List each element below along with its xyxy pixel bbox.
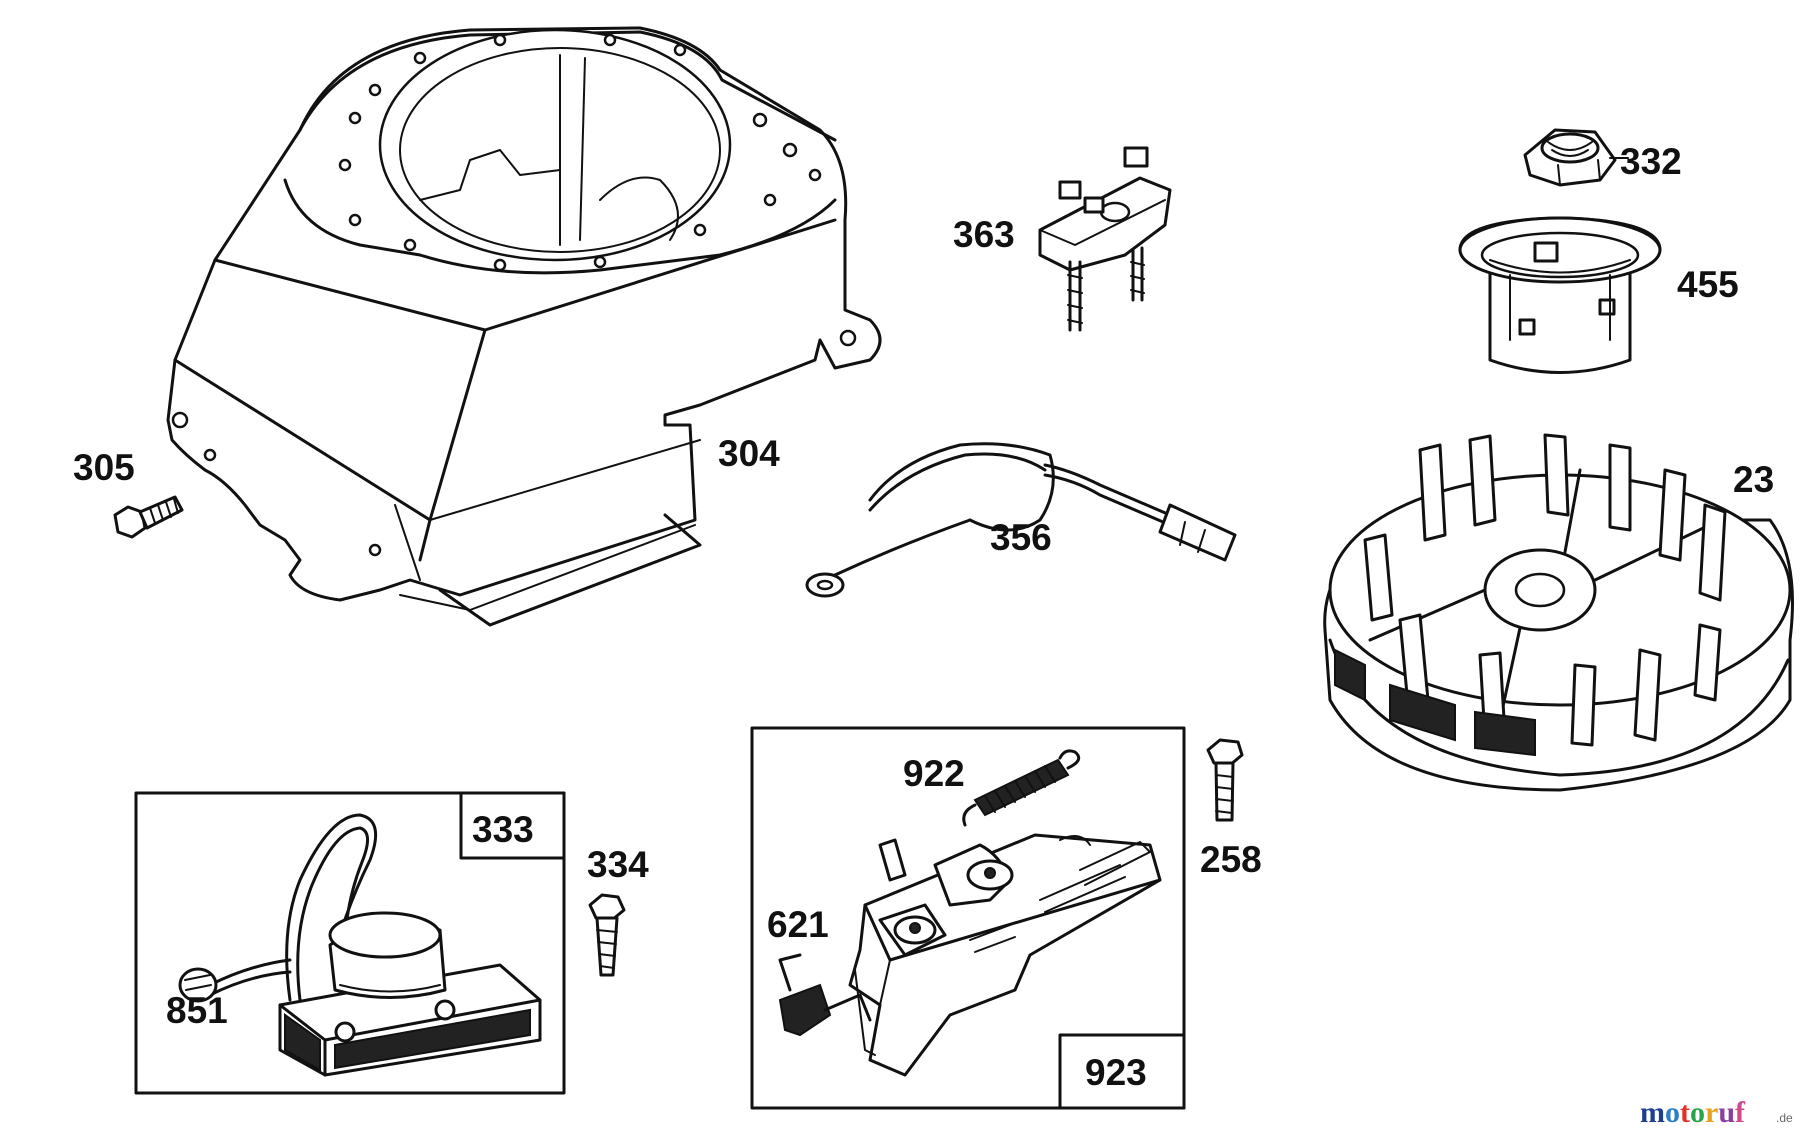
- watermark-tld: .de: [1776, 1111, 1793, 1125]
- governor-bracket-box: [750, 726, 1186, 1110]
- bolt-305: [113, 495, 184, 539]
- flywheel-nut-332: [1523, 128, 1617, 187]
- watermark-name: motoruf: [1640, 1096, 1746, 1129]
- label-304: 304: [718, 433, 780, 474]
- box-label-frame-333: [459, 791, 566, 860]
- label-922: 922: [903, 753, 965, 794]
- stop-switch-363: [1038, 146, 1172, 332]
- ground-wire-356: [805, 442, 1237, 598]
- ignition-module-box: [134, 791, 566, 1095]
- label-333: 333: [472, 809, 534, 850]
- label-334: 334: [587, 844, 649, 885]
- label-23: 23: [1733, 459, 1774, 500]
- flywheel-23: [1323, 433, 1794, 792]
- label-455: 455: [1677, 264, 1739, 305]
- bolt-258: [1206, 738, 1244, 822]
- starter-cup-455: [1458, 216, 1662, 374]
- label-332: 332: [1620, 141, 1682, 182]
- label-258: 258: [1200, 839, 1262, 880]
- label-621: 621: [767, 904, 829, 945]
- label-851: 851: [166, 990, 228, 1031]
- label-305: 305: [73, 447, 135, 488]
- label-923: 923: [1085, 1052, 1147, 1093]
- label-356: 356: [990, 517, 1052, 558]
- bolt-334: [588, 893, 626, 977]
- blower-housing-304: [166, 26, 882, 627]
- box-label-frame-923: [1058, 1033, 1186, 1110]
- label-363: 363: [953, 214, 1015, 255]
- watermark-logo: motoruf .de: [1640, 1096, 1793, 1129]
